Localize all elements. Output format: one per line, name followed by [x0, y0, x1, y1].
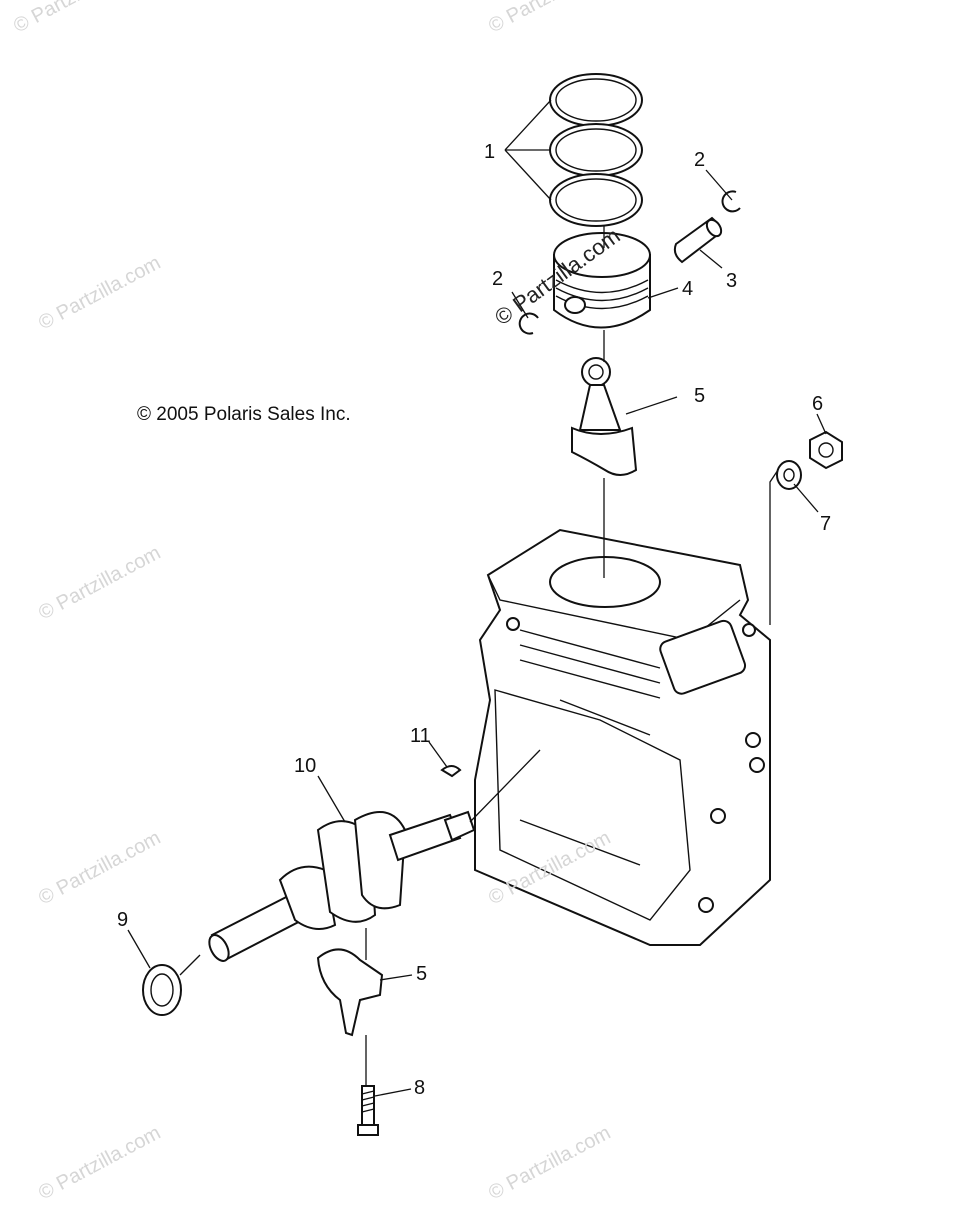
piston-rings[interactable]: [549, 73, 643, 227]
callout-9: 9: [117, 909, 128, 931]
crankshaft[interactable]: [205, 810, 476, 964]
circlip-left[interactable]: [518, 312, 539, 335]
hex-nut[interactable]: [809, 430, 843, 470]
callout-10: 10: [294, 755, 316, 777]
callout-6: 6: [812, 393, 823, 415]
callout-11: 11: [410, 725, 431, 747]
piston-pin[interactable]: [673, 216, 724, 264]
callout-labels: 1 2 2 3 4 5 6 7 11 10 9 5 8: [117, 141, 831, 1099]
callout-7: 7: [820, 513, 831, 535]
washer[interactable]: [776, 460, 802, 490]
callout-5-upper: 5: [694, 385, 705, 407]
circlip-right[interactable]: [721, 190, 741, 213]
callout-3: 3: [726, 270, 737, 292]
copyright-text: © 2005 Polaris Sales Inc.: [137, 404, 351, 425]
connecting-rod[interactable]: [571, 357, 638, 476]
assembly-lines: [179, 225, 779, 1086]
oil-seal[interactable]: [142, 964, 182, 1016]
rod-bolt[interactable]: [357, 1085, 379, 1136]
crankcase-block[interactable]: [474, 528, 771, 946]
callout-4: 4: [682, 278, 693, 300]
piston[interactable]: [553, 232, 651, 329]
callout-5-lower: 5: [416, 963, 427, 985]
rod-cap[interactable]: [316, 948, 384, 1037]
callout-2-right: 2: [694, 149, 705, 171]
callout-2-left: 2: [492, 268, 503, 290]
woodruff-key[interactable]: [440, 765, 462, 778]
callout-8: 8: [414, 1077, 425, 1099]
callout-leaders: [127, 99, 827, 1097]
callout-1: 1: [484, 141, 495, 163]
